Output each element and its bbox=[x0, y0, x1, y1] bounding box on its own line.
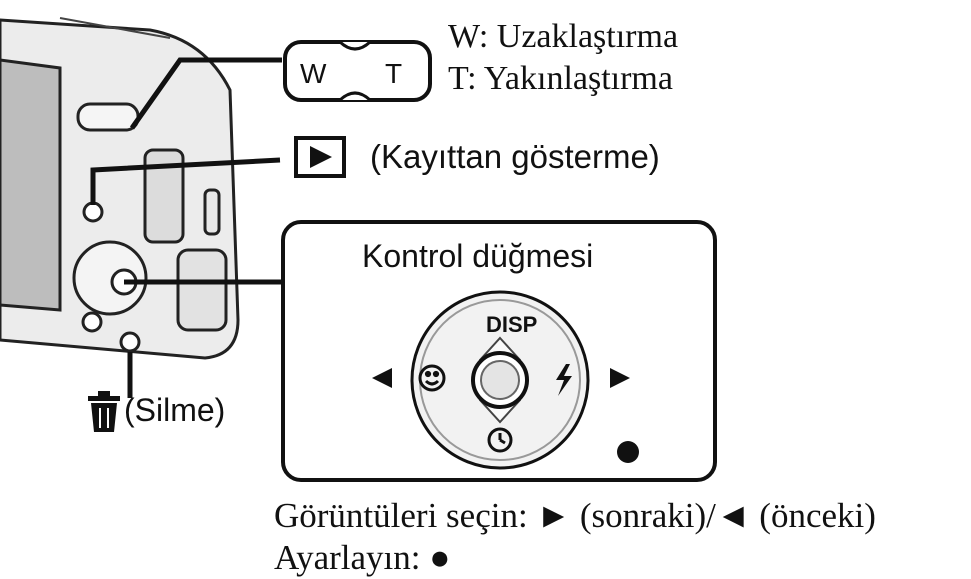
control-button-title: Kontrol düğmesi bbox=[362, 238, 594, 274]
set-instruction: Ayarlayın: ● bbox=[274, 538, 451, 577]
play-icon bbox=[294, 136, 346, 178]
left-arrow-icon bbox=[372, 368, 392, 388]
right-arrow-icon bbox=[610, 368, 630, 388]
disp-label: DISP bbox=[486, 312, 538, 337]
playback-label: (Kayıttan gösterme) bbox=[370, 138, 660, 175]
zoom-button bbox=[283, 40, 432, 102]
trash-icon bbox=[88, 391, 120, 432]
zoom-in-label: T: Yakınlaştırma bbox=[448, 60, 673, 97]
control-dial bbox=[410, 290, 590, 470]
self-timer-icon bbox=[487, 427, 513, 453]
smile-icon bbox=[418, 364, 446, 392]
zoom-t-key: T bbox=[385, 58, 403, 89]
zoom-w-key: W bbox=[300, 58, 327, 89]
select-images-instruction: Görüntüleri seçin: ► (sonraki)/◄ (önceki… bbox=[274, 496, 876, 535]
delete-label: (Silme) bbox=[124, 392, 226, 428]
set-dot-icon bbox=[617, 441, 639, 463]
zoom-out-label: W: Uzaklaştırma bbox=[448, 18, 679, 55]
flash-icon bbox=[556, 364, 572, 396]
camera-body bbox=[0, 17, 240, 360]
